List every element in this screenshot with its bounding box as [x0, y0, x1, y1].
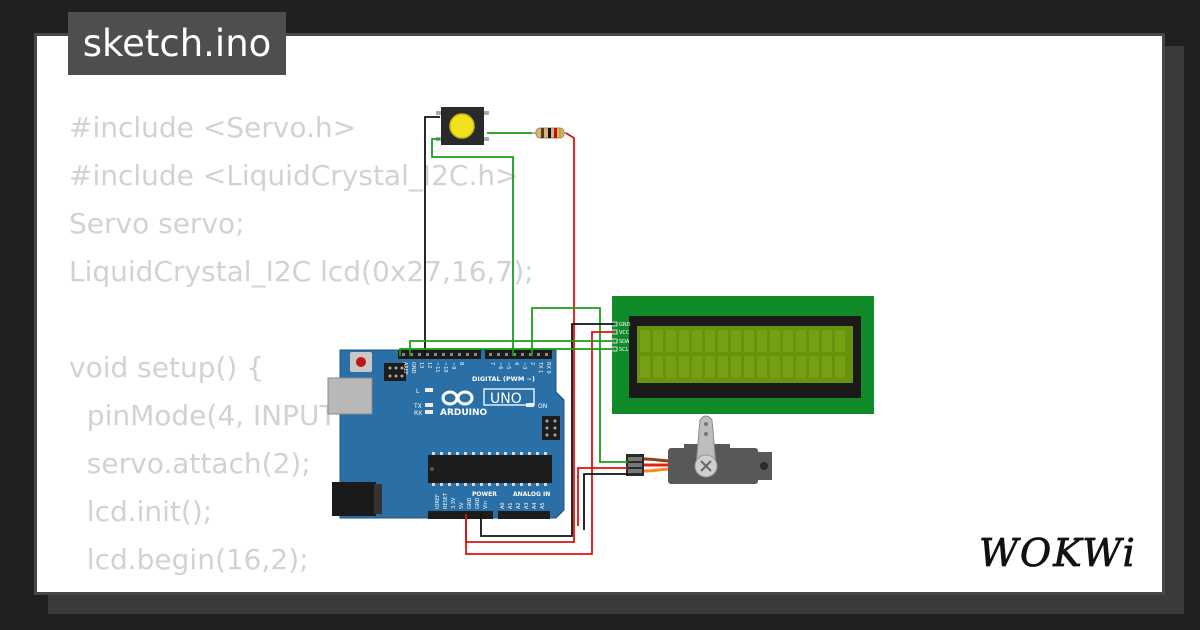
file-name-tab[interactable]: sketch.ino: [68, 12, 286, 75]
code-line: lcd.backlight();: [69, 584, 534, 592]
code-preview: #include <Servo.h> #include <LiquidCrysta…: [69, 104, 534, 592]
code-line: LiquidCrystal_I2C lcd(0x27,16,7);: [69, 255, 534, 288]
code-line: lcd.begin(16,2);: [69, 543, 309, 576]
code-line: servo.attach(2);: [69, 447, 311, 480]
code-line: pinMode(4, INPUT: [69, 399, 337, 432]
code-line: Servo servo;: [69, 207, 245, 240]
svg-text:WOKWi: WOKWi: [979, 531, 1137, 575]
preview-card: #include <Servo.h> #include <LiquidCrysta…: [34, 33, 1165, 595]
code-line: #include <LiquidCrystal_I2C.h>: [69, 159, 519, 192]
code-line: void setup() {: [69, 351, 265, 384]
code-line: #include <Servo.h>: [69, 111, 357, 144]
code-line: lcd.init();: [69, 495, 213, 528]
code-line: [69, 296, 534, 344]
wokwi-logo: WOKWi: [979, 531, 1137, 576]
